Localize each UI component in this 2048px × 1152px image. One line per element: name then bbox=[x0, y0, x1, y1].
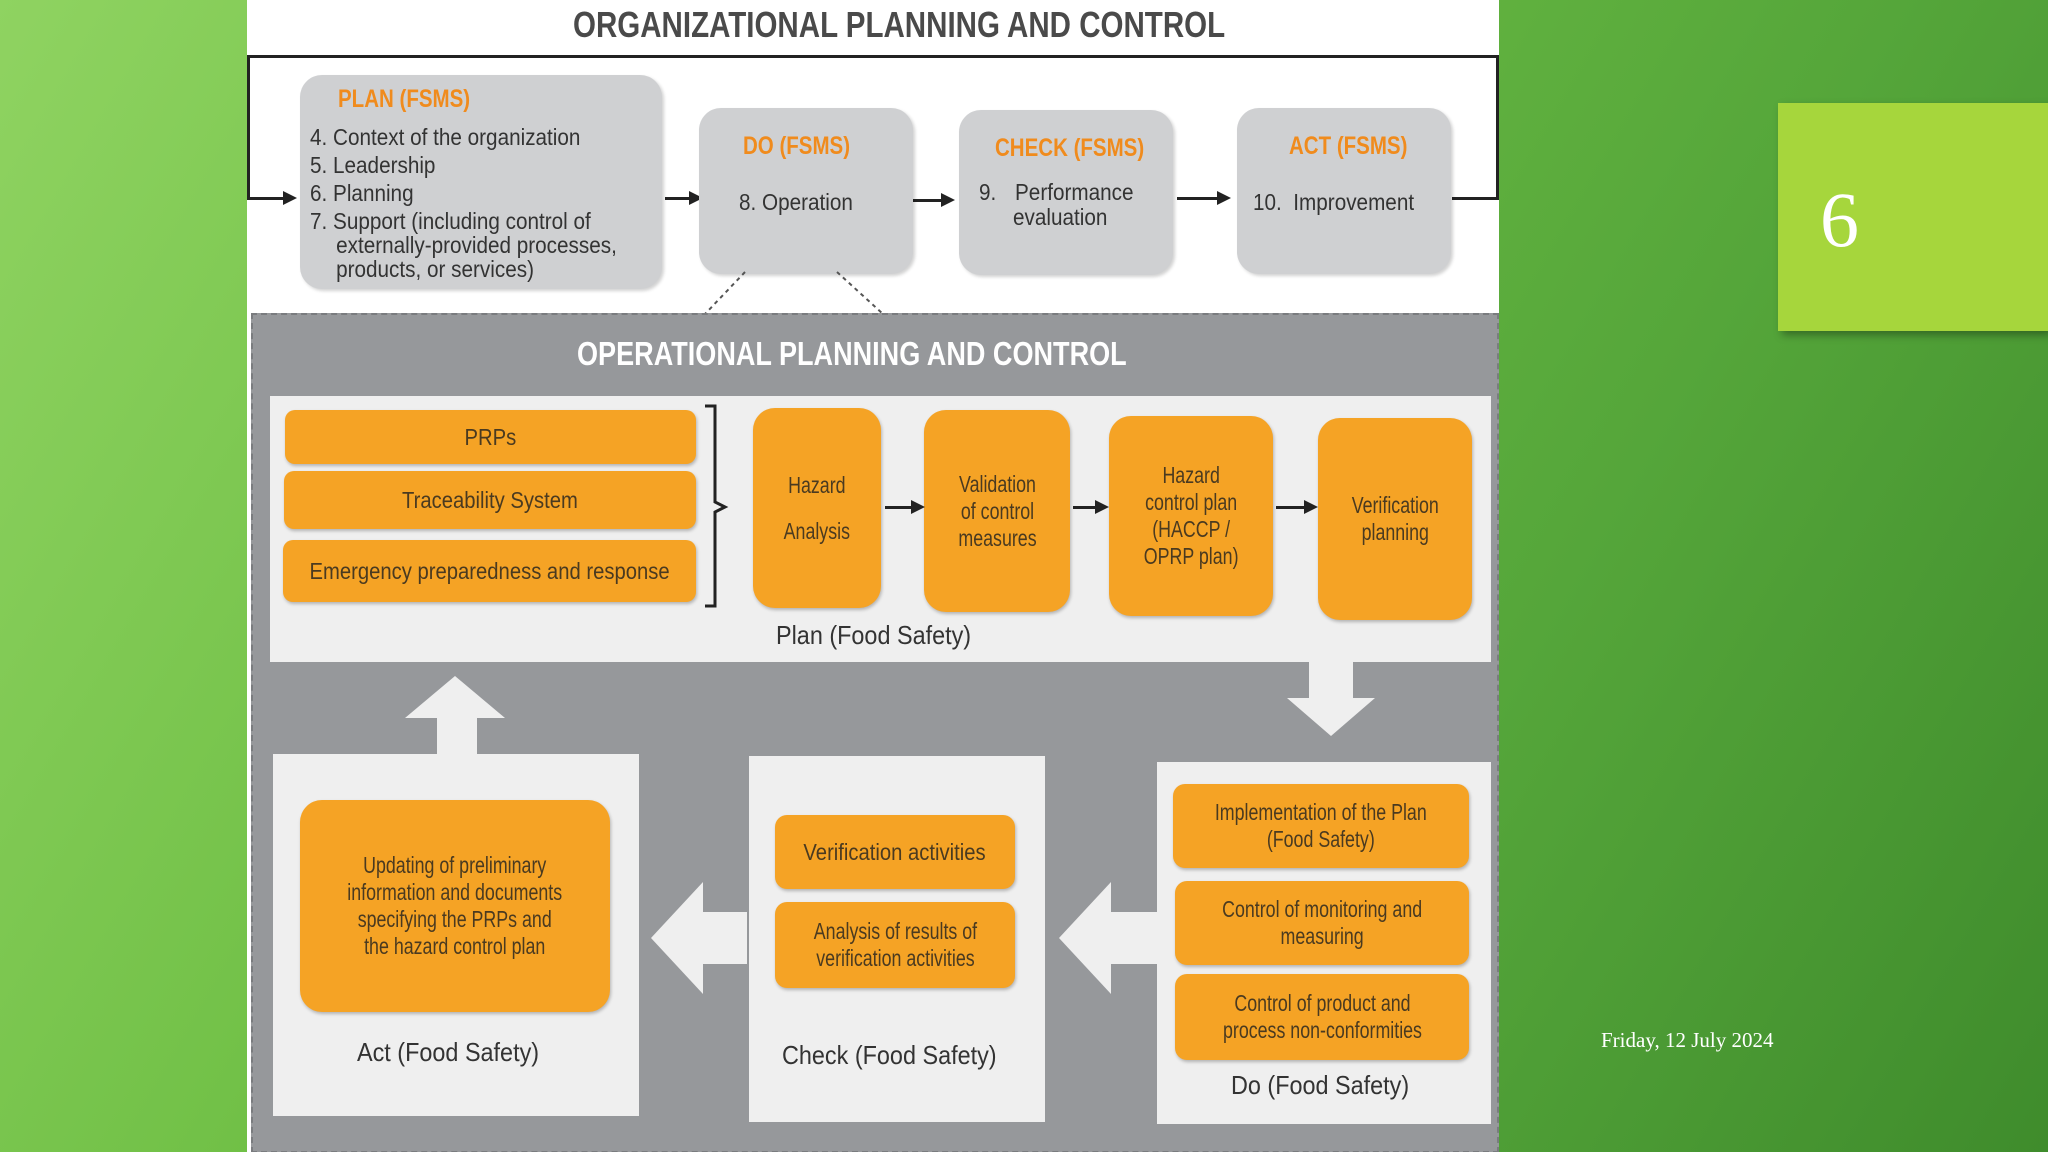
plan-fsms-item: 4. Context of the organization bbox=[310, 124, 581, 150]
arrow-head-do-check bbox=[941, 193, 955, 207]
arrow-line-act-out bbox=[1452, 197, 1499, 200]
arrow-line-step3 bbox=[1276, 506, 1304, 509]
org-right-line bbox=[1496, 55, 1499, 200]
plan-fsms-box: PLAN (FSMS) 4. Context of the organizati… bbox=[300, 75, 662, 289]
plan-fsms-list: 4. Context of the organization 5. Leader… bbox=[310, 125, 651, 281]
arrow-head-step1 bbox=[911, 500, 925, 514]
pdca-diagram: ORGANIZATIONAL PLANNING AND CONTROL PLAN… bbox=[247, 0, 1499, 1152]
do-fsms-text: 8. Operation bbox=[739, 189, 853, 215]
plan-food-safety-caption: Plan (Food Safety) bbox=[776, 620, 972, 650]
arrow-head-step2 bbox=[1095, 500, 1109, 514]
implementation-box: Implementation of the Plan(Food Safety) bbox=[1173, 784, 1469, 868]
bracket bbox=[705, 404, 729, 608]
do-expansion-connector bbox=[704, 271, 884, 315]
do-fsms-box: DO (FSMS) 8. Operation bbox=[699, 108, 913, 274]
plan-fsms-title: PLAN (FSMS) bbox=[338, 85, 471, 113]
check-food-safety-caption: Check (Food Safety) bbox=[782, 1040, 997, 1070]
arrow-line-check-act bbox=[1177, 197, 1217, 200]
check-fsms-line2: evaluation bbox=[1013, 204, 1108, 230]
plan-fsms-item: externally-provided processes, bbox=[336, 232, 617, 258]
do-food-safety-caption: Do (Food Safety) bbox=[1231, 1070, 1410, 1100]
org-planning-title: ORGANIZATIONAL PLANNING AND CONTROL bbox=[573, 4, 1226, 45]
do-fsms-title: DO (FSMS) bbox=[743, 132, 851, 160]
slide-number-badge: 6 bbox=[1778, 103, 2048, 331]
emergency-box: Emergency preparedness and response bbox=[283, 540, 696, 602]
slide-number: 6 bbox=[1820, 176, 1859, 263]
left-arrow-do-check-head bbox=[1059, 882, 1111, 994]
act-fsms-box: ACT (FSMS) 10. Improvement bbox=[1237, 108, 1451, 274]
arrow-line-plan-do bbox=[665, 197, 689, 200]
arrow-line-do-check bbox=[913, 199, 941, 202]
act-food-safety-caption: Act (Food Safety) bbox=[357, 1037, 540, 1067]
prps-box: PRPs bbox=[285, 410, 696, 464]
org-top-line bbox=[247, 55, 1499, 58]
down-arrow-head bbox=[1287, 698, 1375, 736]
left-arrow-check-act-head bbox=[651, 882, 703, 994]
up-arrow-head bbox=[405, 676, 505, 718]
arrow-head-into-plan bbox=[283, 191, 297, 205]
up-arrow-shaft bbox=[437, 716, 477, 754]
act-fsms-text: 10. Improvement bbox=[1253, 189, 1415, 215]
operational-title: OPERATIONAL PLANNING AND CONTROL bbox=[577, 335, 1127, 372]
arrow-line-step1 bbox=[885, 506, 911, 509]
arrow-head-step3 bbox=[1304, 500, 1318, 514]
check-fsms-box: CHECK (FSMS) 9. Performance evaluation bbox=[959, 110, 1173, 275]
left-arrow-do-check-shaft bbox=[1111, 912, 1157, 964]
left-arrow-check-act-shaft bbox=[703, 912, 747, 964]
arrow-head-check-act bbox=[1217, 191, 1231, 205]
traceability-box: Traceability System bbox=[284, 471, 696, 529]
verification-activities-box: Verification activities bbox=[775, 815, 1015, 889]
arrow-line-step2 bbox=[1073, 506, 1095, 509]
check-fsms-line1: Performance bbox=[1015, 179, 1134, 205]
check-fsms-title: CHECK (FSMS) bbox=[995, 134, 1145, 162]
plan-fsms-item: 5. Leadership bbox=[310, 152, 436, 178]
org-left-line bbox=[247, 55, 250, 200]
plan-fsms-item: products, or services) bbox=[336, 256, 534, 282]
check-fsms-num: 9. bbox=[979, 179, 997, 205]
plan-fsms-item: 7. Support (including control of bbox=[310, 208, 591, 234]
act-fsms-title: ACT (FSMS) bbox=[1289, 132, 1408, 160]
down-arrow-shaft bbox=[1309, 662, 1353, 700]
slide-date: Friday, 12 July 2024 bbox=[1601, 1028, 1774, 1052]
arrow-line-into-plan bbox=[247, 197, 283, 200]
plan-fsms-item: 6. Planning bbox=[310, 180, 414, 206]
